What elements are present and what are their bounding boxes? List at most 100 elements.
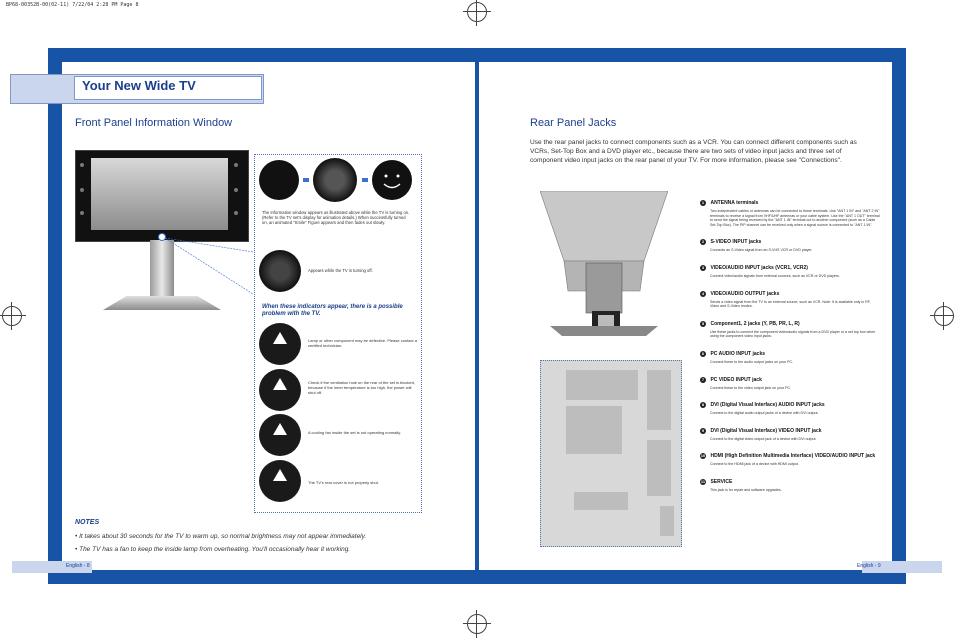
page-number-left: English - 8 bbox=[66, 563, 90, 569]
footer-tab-right bbox=[862, 561, 942, 573]
arrow-right-icon bbox=[362, 178, 368, 182]
jack-description: Sends a video signal from the TV to an e… bbox=[710, 299, 871, 309]
page-number-right: English - 9 bbox=[857, 563, 881, 569]
warning-triangle-icon bbox=[273, 332, 287, 344]
notes-heading: NOTES bbox=[75, 519, 100, 526]
jack-description: Use these jacks to connect the component… bbox=[710, 329, 876, 339]
temperature-warning-icon bbox=[259, 369, 301, 411]
speaker-dot-icon bbox=[234, 188, 238, 192]
footer-tab-left bbox=[12, 561, 92, 573]
speaker-dot-icon bbox=[80, 211, 84, 215]
jack-item: 8 DVI (Digital Visual Interface) AUDIO I… bbox=[700, 393, 880, 416]
jack-item: 11 SERVICE This jack is for repair and so… bbox=[700, 470, 880, 493]
jack-description: This jack is for repair and software upg… bbox=[710, 487, 782, 492]
registration-mark-icon bbox=[0, 302, 26, 330]
page-title: Your New Wide TV bbox=[82, 78, 196, 93]
indicator-text-1: Lamp or other component may be defective… bbox=[308, 338, 417, 348]
jack-title: HDMI (High Definition Multimedia Interfa… bbox=[710, 453, 876, 460]
rear-cover-warning-icon bbox=[259, 460, 301, 502]
dvi-input-jacks bbox=[647, 440, 671, 496]
indicator-heading: When these indicators appear, there is a… bbox=[262, 304, 403, 317]
note-item: • The TV has a fan to keep the inside la… bbox=[75, 546, 351, 553]
jack-number: 4 bbox=[700, 290, 706, 297]
note-text-1: It takes about 30 seconds for the TV to … bbox=[79, 533, 367, 540]
speaker-dot-icon bbox=[234, 211, 238, 215]
jack-title: VIDEO/AUDIO INPUT jacks (VCR1, VCR2) bbox=[710, 264, 808, 271]
tv-screen bbox=[91, 158, 228, 230]
jack-description: Connect these to the audio output jacks … bbox=[710, 359, 794, 364]
warning-triangle-icon bbox=[273, 378, 287, 390]
jack-number: 9 bbox=[700, 427, 706, 434]
jack-number: 2 bbox=[700, 239, 706, 246]
jack-number: 7 bbox=[700, 376, 706, 383]
speaker-dot-icon bbox=[234, 163, 238, 167]
jack-title: PC AUDIO INPUT jacks bbox=[710, 350, 766, 357]
indicator-text-3: A cooling fan inside the set is not oper… bbox=[308, 430, 402, 435]
jack-description: Connect to the digital audio output jack… bbox=[710, 411, 819, 416]
dotted-animation-circle-icon bbox=[313, 158, 357, 202]
jack-description: Connects an S-Video signal from an S-VHS… bbox=[710, 248, 813, 253]
jack-number: 3 bbox=[700, 264, 706, 271]
component-jacks bbox=[566, 370, 638, 400]
tv-stand-base bbox=[103, 296, 221, 310]
speaker-dot-icon bbox=[80, 163, 84, 167]
jack-title: PC VIDEO INPUT jack bbox=[710, 376, 762, 383]
jack-number: 5 bbox=[700, 320, 706, 327]
jack-number: 1 bbox=[700, 200, 706, 206]
jack-number: 10 bbox=[700, 453, 706, 460]
indicator-text-4: The TV's rear cover is not properly shut… bbox=[308, 480, 379, 485]
fan-warning-icon bbox=[259, 414, 301, 456]
turning-off-text: Appears while the TV is turning off. bbox=[308, 268, 373, 273]
print-header: BP68-00352B-00(02-11) 7/22/04 2:28 PM Pa… bbox=[6, 2, 139, 8]
jack-title: ANTENNA terminals bbox=[710, 200, 759, 206]
warning-triangle-icon bbox=[273, 469, 287, 481]
antenna-terminals bbox=[574, 492, 628, 510]
video-audio-jacks bbox=[566, 406, 622, 454]
title-box bbox=[74, 76, 262, 100]
jack-description: Connect these to the video output jack o… bbox=[710, 385, 792, 390]
note-text-2: The TV has a fan to keep the inside lamp… bbox=[79, 546, 351, 553]
jack-title: VIDEO/AUDIO OUTPUT jacks bbox=[710, 290, 780, 297]
turning-off-circle-icon bbox=[259, 250, 301, 292]
jack-title: DVI (Digital Visual Interface) AUDIO INP… bbox=[710, 402, 825, 409]
jack-title: S-VIDEO INPUT jacks bbox=[710, 239, 762, 246]
jack-item: 10 HDMI (High Definition Multimedia Inte… bbox=[700, 444, 880, 467]
jack-description: Connect to the HDMI jack of a device wit… bbox=[710, 462, 799, 467]
rear-panel-intro: Use the rear panel jacks to connect comp… bbox=[530, 139, 857, 165]
jack-description: Connect video/audio signals from externa… bbox=[710, 273, 840, 278]
hdmi-service-jacks bbox=[660, 506, 674, 536]
jack-description: Two independent cables or antennas can b… bbox=[710, 209, 880, 227]
jack-title: SERVICE bbox=[710, 478, 733, 485]
tv-back-illustration bbox=[540, 191, 668, 336]
lamp-warning-icon bbox=[259, 323, 301, 365]
info-window-panel bbox=[254, 154, 422, 513]
registration-mark-icon bbox=[463, 0, 491, 26]
callout-line bbox=[165, 237, 254, 295]
startup-animation-circle-icon bbox=[259, 160, 299, 200]
registration-mark-icon bbox=[930, 302, 954, 330]
jack-number: 11 bbox=[700, 478, 706, 485]
warning-triangle-icon bbox=[273, 423, 287, 435]
info-window-indicator-icon bbox=[158, 233, 166, 241]
tv-stand-pole bbox=[150, 240, 174, 298]
jack-title: DVI (Digital Visual Interface) VIDEO INP… bbox=[710, 427, 822, 434]
jack-title: Component1, 2 jacks (Y, PB, PR, L, R) bbox=[710, 320, 800, 327]
indicator-text-2: Check if the ventilation hole on the rea… bbox=[308, 380, 415, 395]
jack-number: 6 bbox=[700, 350, 706, 357]
jack-item: 3 VIDEO/AUDIO INPUT jacks (VCR1, VCR2) Co… bbox=[700, 256, 880, 279]
note-item: • It takes about 30 seconds for the TV t… bbox=[75, 533, 367, 540]
info-window-text: The Information window appears as illust… bbox=[262, 210, 410, 226]
speaker-dot-icon bbox=[80, 188, 84, 192]
jack-description: Connect to the digital video output jack… bbox=[710, 436, 817, 441]
jack-item: 9 DVI (Digital Visual Interface) VIDEO I… bbox=[700, 419, 880, 442]
rear-panel-heading: Rear Panel Jacks bbox=[530, 117, 617, 129]
front-panel-heading: Front Panel Information Window bbox=[75, 117, 233, 129]
pc-input-jacks bbox=[647, 370, 671, 430]
registration-mark-icon bbox=[463, 610, 491, 638]
